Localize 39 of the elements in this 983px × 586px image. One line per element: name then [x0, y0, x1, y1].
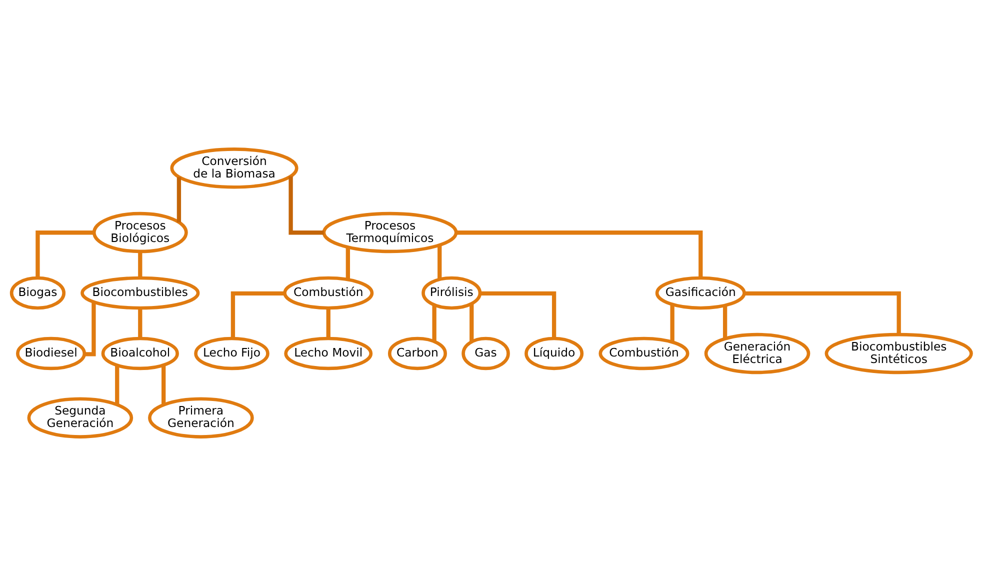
node-ellipse: Gas: [462, 336, 510, 370]
node-ellipse: Biocombustibles Sintéticos: [824, 332, 973, 374]
connector: [84, 302, 96, 356]
node-ellipse: Procesos Termoquímicos: [322, 212, 458, 254]
node-ellipse: Generación Eléctrica: [704, 332, 810, 374]
node-ellipse: Gasificación: [655, 276, 746, 310]
connector: [470, 304, 474, 342]
connector: [346, 247, 350, 280]
node-ellipse: Carbon: [388, 336, 447, 370]
connector: [744, 291, 901, 334]
node-ellipse: Biocombustibles: [80, 276, 200, 310]
connector: [722, 306, 728, 339]
connector: [176, 177, 182, 222]
node-ellipse: Lecho Fijo: [194, 336, 270, 370]
node-ellipse: Combustión: [598, 336, 690, 370]
node-ellipse: Líquido: [524, 336, 584, 370]
connector: [456, 230, 703, 278]
node-ellipse: Biogas: [10, 276, 66, 310]
connector: [138, 252, 142, 278]
connector: [432, 304, 436, 342]
node-ellipse: Segunda Generación: [27, 397, 134, 438]
connector: [670, 304, 674, 342]
connector: [115, 365, 120, 405]
connector: [288, 176, 324, 235]
connector: [36, 230, 94, 278]
node-ellipse: Combustión: [283, 276, 374, 310]
node-ellipse: Procesos Biológicos: [92, 212, 188, 254]
node-ellipse: Lecho Movil: [284, 336, 373, 370]
connector: [438, 245, 442, 280]
node-ellipse: Primera Generación: [148, 397, 254, 438]
connector: [162, 365, 166, 405]
connector: [138, 308, 142, 338]
node-ellipse: Conversión de la Biomasa: [170, 148, 298, 189]
connector: [326, 308, 330, 338]
node-ellipse: Biodiesel: [16, 336, 86, 370]
node-ellipse: Bioalcohol: [101, 336, 179, 370]
node-ellipse: Pirólisis: [422, 276, 482, 310]
connector: [230, 291, 285, 338]
connector: [480, 291, 556, 338]
